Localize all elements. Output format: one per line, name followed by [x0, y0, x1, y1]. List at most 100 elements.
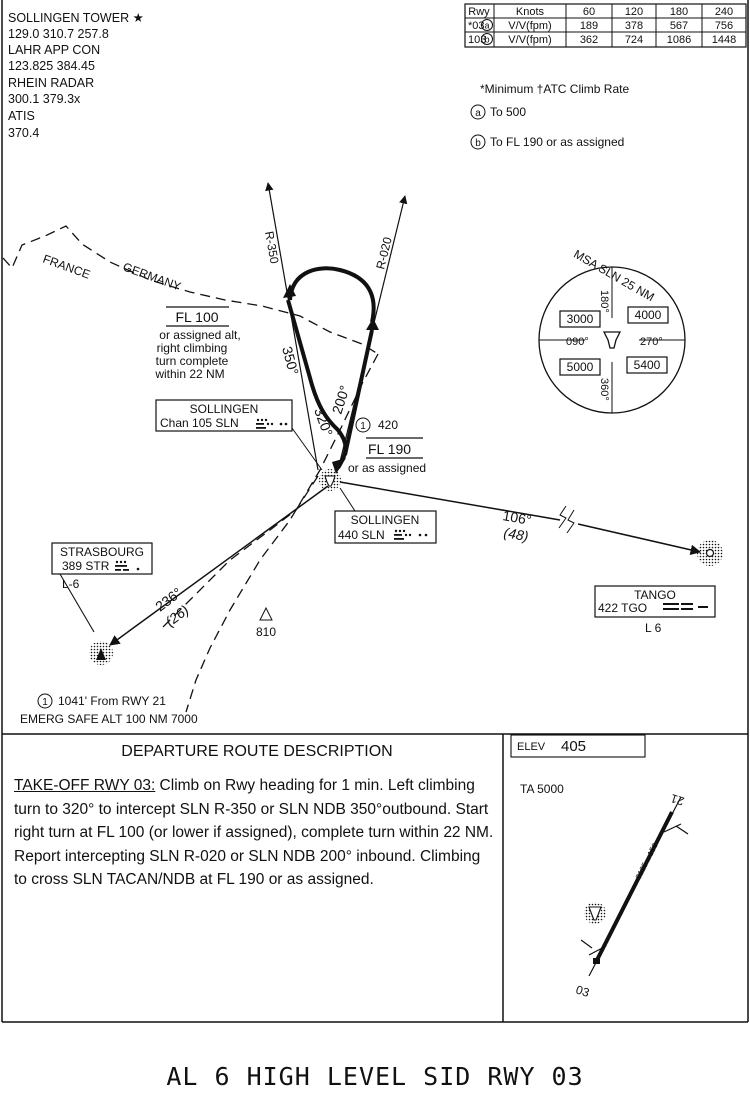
msa-radial-270: 270° — [640, 336, 663, 348]
comms-radar-freqs: 300.1 379.3x — [8, 92, 81, 106]
departure-title: DEPARTURE ROUTE DESCRIPTION — [121, 743, 392, 760]
comms-tower-freqs: 129.0 310.7 257.8 — [8, 27, 109, 41]
fl100-line1: or assigned alt, — [159, 328, 240, 342]
bottom-note-marker: 1 — [42, 697, 48, 708]
tango-box: TANGO 422 TGO L 6 — [594, 585, 716, 635]
takeoff-text: Climb on Rwy heading for 1 min. Left cli… — [14, 777, 494, 889]
msa-tacan-icon — [602, 331, 622, 349]
fl100-line3: turn complete — [156, 354, 229, 368]
table-header-180: 180 — [670, 6, 688, 18]
notes-header: *Minimum †ATC Climb Rate — [480, 82, 629, 96]
sollingen-tacan-ident: Chan 105 SLN — [160, 416, 239, 430]
table-row-b-240: 1448 — [712, 34, 736, 46]
table-row-b-circle: b — [484, 35, 489, 45]
msa-title: MSA SLN 25 NM — [571, 247, 657, 304]
label-germany: GERMANY — [121, 260, 183, 294]
fl100-title: FL 100 — [175, 309, 218, 325]
heading-350: 350° — [279, 345, 302, 377]
tango-ndb-icon — [697, 540, 723, 566]
note-a-text: To 500 — [490, 105, 526, 119]
fl190-alt: 420 — [378, 418, 398, 432]
airport-panel: ELEV 405 TA 5000 8125 x 150 03 21 — [510, 734, 689, 1001]
sollingen-tacan-box: SOLLINGEN Chan 105 SLN — [155, 399, 293, 432]
spot-elevation-value: 810 — [256, 625, 276, 639]
sollingen-ndb-box: SOLLINGEN 440 SLN — [334, 510, 437, 544]
msa-sector-ne: 4000 — [635, 308, 662, 322]
msa-sector-se: 5400 — [634, 358, 661, 372]
takeoff-label: TAKE-OFF RWY 03: — [14, 777, 156, 794]
climb-rate-table: Rwy Knots 60 120 180 240 *03 a V/V(fpm) … — [464, 3, 747, 48]
table-header-120: 120 — [625, 6, 643, 18]
table-row-b-label: V/V(fpm) — [508, 34, 551, 46]
sollingen-ndb-ident: 440 SLN — [338, 528, 385, 542]
chart-frame — [1, 0, 749, 1023]
leader-lines — [291, 427, 356, 512]
table-row-a-circle: a — [484, 21, 489, 31]
sollingen-vortac-icon — [319, 469, 341, 491]
table-header-240: 240 — [715, 6, 733, 18]
strasbourg-box: STRASBOURG 389 STR L-6 — [51, 542, 153, 633]
departure-route: 350° 320° 200° — [279, 266, 379, 474]
morse-tgo-icon — [663, 603, 708, 610]
morse-sln-icon — [256, 418, 288, 429]
spot-elevation: 810 — [256, 606, 276, 639]
comms-atis-name: ATIS — [8, 109, 35, 123]
comms-block: SOLLINGEN TOWER ★ 129.0 310.7 257.8 LAHR… — [8, 11, 144, 140]
fl100-line4: within 22 NM — [154, 367, 224, 381]
label-france: FRANCE — [41, 252, 92, 282]
navaid-symbols — [89, 469, 723, 665]
runway-end-21: 21 — [669, 791, 686, 809]
morse-str-icon — [115, 560, 140, 571]
tango-ref: L 6 — [645, 621, 662, 635]
fl190-note: 1 420 FL 190 or as assigned — [348, 417, 426, 475]
note-a-letter: a — [475, 108, 481, 119]
tango-name: TANGO — [634, 588, 676, 602]
sollingen-ndb-name: SOLLINGEN — [351, 513, 420, 527]
strasbourg-ref: L-6 — [62, 577, 80, 591]
sollingen-tacan-name: SOLLINGEN — [190, 402, 259, 416]
tango-ident: 422 TGO — [598, 601, 647, 615]
fl190-marker: 1 — [360, 421, 366, 432]
table-row-a-180: 567 — [670, 20, 688, 32]
radials: R-350 R-020 — [262, 182, 408, 471]
morse-sln-ndb-icon — [394, 529, 428, 540]
table-row-b-180: 1086 — [667, 34, 691, 46]
bottom-note-1: 1041' From RWY 21 — [58, 694, 166, 708]
fl100-note: FL 100 or assigned alt, right climbing t… — [154, 306, 241, 381]
track-east-heading: 106° — [501, 507, 532, 528]
table-row-a-label: V/V(fpm) — [508, 20, 551, 32]
airport-vortac-icon — [584, 902, 606, 924]
note-b-letter: b — [475, 138, 481, 149]
heading-200: 200° — [329, 383, 353, 415]
note-b-text: To FL 190 or as assigned — [490, 135, 624, 149]
msa-radial-090: 090° — [566, 336, 589, 348]
comms-approach-name: LAHR APP CON — [8, 43, 100, 57]
climb-notes: *Minimum †ATC Climb Rate a To 500 b To F… — [470, 82, 629, 150]
runway-diagram: 8125 x 150 03 21 — [574, 791, 689, 1001]
table-row-a-60: 189 — [580, 20, 598, 32]
msa-sector-nw: 3000 — [567, 312, 594, 326]
table-header-rwy: Rwy — [468, 6, 490, 18]
airport-ta: TA 5000 — [520, 782, 564, 796]
table-row-a-240: 756 — [715, 20, 733, 32]
comms-atis-freq: 370.4 — [8, 126, 39, 140]
airport-elev-label: ELEV — [517, 741, 546, 753]
radial-r350: R-350 — [262, 230, 282, 265]
msa-radial-180: 180° — [598, 290, 610, 313]
runway-end-03: 03 — [574, 983, 591, 1001]
bottom-notes: 1 1041' From RWY 21 EMERG SAFE ALT 100 N… — [20, 693, 198, 726]
table-header-60: 60 — [583, 6, 595, 18]
tracks: 106° (48) 236° (26) — [109, 481, 700, 646]
fl190-title: FL 190 — [368, 441, 411, 457]
msa-sector-sw: 5000 — [567, 360, 594, 374]
strasbourg-name: STRASBOURG — [60, 545, 144, 559]
table-row-b-60: 362 — [580, 34, 598, 46]
bottom-note-2: EMERG SAFE ALT 100 NM 7000 — [20, 712, 198, 726]
msa-circle: MSA SLN 25 NM 180° 360° 090° 270° 3000 4… — [538, 247, 686, 414]
strasbourg-ndb-icon — [89, 641, 113, 665]
fl190-sub: or as assigned — [348, 461, 426, 475]
comms-radar-name: RHEIN RADAR — [8, 76, 94, 90]
track-east-distance: (48) — [502, 524, 529, 544]
runway-length: 8125 x 150 — [634, 841, 660, 881]
